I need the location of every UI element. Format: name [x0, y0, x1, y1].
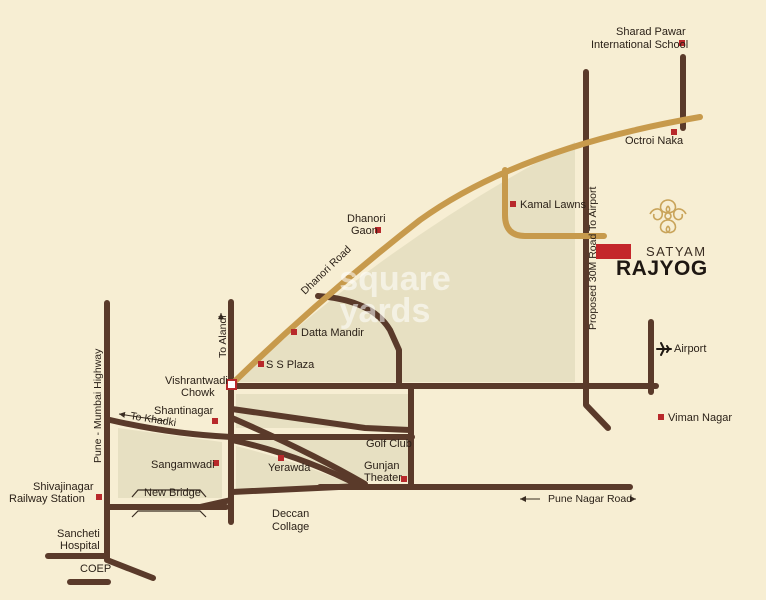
label-gunjan-2: Theater	[364, 472, 402, 484]
new-bridge-bracket-bottom	[131, 510, 207, 518]
label-ss-plaza: S S Plaza	[266, 359, 315, 371]
marker-gunjan-theater	[401, 476, 407, 482]
marker-shivajinagar	[96, 494, 102, 500]
label-deccan-1: Deccan	[272, 508, 309, 520]
label-deccan-2: Collage	[272, 521, 309, 533]
marker-kamal-lawns	[510, 201, 516, 207]
land-zones	[118, 142, 575, 498]
marker-sangamwadi	[213, 460, 219, 466]
marker-octroi-naka	[671, 129, 677, 135]
road-kamal-lawns-link	[502, 167, 607, 239]
label-airport-road: Proposed 30M Road To Airport	[587, 187, 599, 330]
label-shantinagar: Shantinagar	[154, 405, 214, 417]
label-sancheti-2: Hospital	[60, 540, 100, 552]
marker-sharad-pawar	[679, 40, 685, 46]
road-deccan	[197, 497, 234, 510]
watermark-line2: yards	[340, 292, 431, 330]
label-gunjan-1: Gunjan	[364, 460, 399, 472]
label-shivajinagar-2: Railway Station	[9, 493, 85, 505]
road-golf-club	[229, 406, 413, 433]
marker-yerawda	[278, 455, 284, 461]
label-octroi-naka: Octroi Naka	[625, 135, 684, 147]
zone-vishrantwadi-east	[236, 394, 408, 428]
watermark: square yards	[339, 260, 451, 330]
road-datta-mandir-loop	[315, 293, 402, 389]
label-sancheti-1: Sancheti	[57, 528, 100, 540]
road-pune-mumbai-highway	[104, 300, 156, 581]
vishrantwadi-junction-marker	[226, 379, 237, 390]
label-new-bridge: New Bridge	[144, 487, 201, 499]
project-location-marker	[596, 244, 631, 259]
label-kamal-lawns: Kamal Lawns	[520, 199, 587, 211]
airplane-icon	[656, 342, 672, 356]
label-datta-mandir: Datta Mandir	[301, 327, 364, 339]
label-yerawda: Yerawda	[268, 462, 311, 474]
watermark-line1: square	[339, 260, 451, 298]
label-to-alandi: To Alandi	[217, 315, 229, 358]
brand-line1: SATYAM	[646, 244, 707, 259]
label-airport: Airport	[674, 343, 706, 355]
label-shivajinagar-1: Shivajinagar	[33, 481, 94, 493]
label-pune-nagar-road: Pune Nagar Road	[548, 493, 632, 505]
marker-viman-nagar	[658, 414, 664, 420]
new-bridge-bracket-top	[131, 489, 207, 498]
label-viman-nagar: Viman Nagar	[668, 412, 732, 424]
marker-dhanori-gaon	[375, 227, 381, 233]
label-golf-club: Golf Club	[366, 438, 412, 450]
label-vishrantwadi-2: Chowk	[181, 387, 215, 399]
label-sangamwadi: Sangamwadi	[151, 459, 215, 471]
gold-roads	[229, 114, 703, 387]
road-dhanori	[229, 114, 703, 387]
label-dhanori-gaon-1: Dhanori	[347, 213, 386, 225]
road-network	[45, 54, 686, 585]
marker-shantinagar	[212, 418, 218, 424]
label-coep: COEP	[80, 563, 111, 575]
road-yerawda-south	[229, 437, 363, 495]
road-to-khadki	[107, 417, 415, 440]
marker-ss-plaza	[258, 361, 264, 367]
label-dhanori-gaon-2: Gaon	[351, 225, 378, 237]
direction-arrows	[118, 313, 636, 502]
marker-datta-mandir	[291, 329, 297, 335]
label-sharad-pawar-2: International School	[591, 39, 688, 51]
ornamental-emblem-icon	[649, 199, 687, 234]
zone-north	[236, 142, 575, 382]
road-airport-proposed	[583, 69, 611, 431]
label-pune-mumbai-highway: Pune - Mumbai Highway	[92, 348, 104, 463]
place-markers	[96, 40, 685, 500]
arrow-to-khadki	[118, 411, 166, 422]
label-vishrantwadi-1: Vishrantwadi	[165, 375, 228, 387]
zone-sangamwadi	[118, 428, 222, 498]
label-sharad-pawar-1: Sharad Pawar	[616, 26, 686, 38]
brand-line2: RAJYOG	[616, 257, 708, 280]
road-yerawda-diagonal	[229, 415, 368, 487]
zone-yerawda-south	[236, 446, 355, 492]
